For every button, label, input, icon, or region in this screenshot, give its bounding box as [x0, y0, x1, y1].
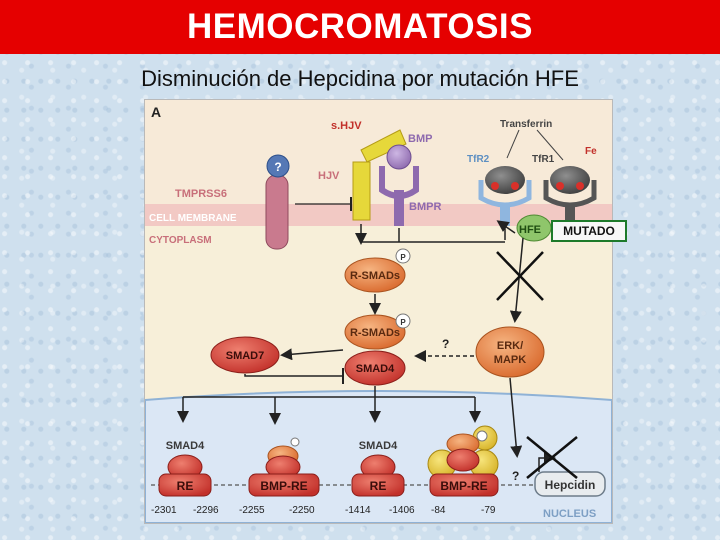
hjv-label: HJV — [318, 170, 340, 182]
cytoplasm-label: CYTOPLASM — [149, 235, 212, 246]
transferrin-pointer-2 — [536, 129, 564, 161]
tmprss6-protein — [265, 174, 289, 250]
page-subtitle: Disminución de Hepcidina por mutación HF… — [141, 66, 579, 91]
position-label: -79 — [481, 505, 496, 516]
position-label: -1414 — [345, 505, 371, 516]
cross-mark-icon — [526, 436, 578, 479]
hfe-to-erk-arrow — [509, 237, 524, 323]
cell-membrane-label: CELL MEMBRANE — [149, 213, 237, 224]
question-icon — [266, 154, 290, 178]
transferrin-label: Transferrin — [500, 119, 552, 130]
panel-label: A — [151, 104, 161, 120]
erk-question: ? — [442, 337, 449, 351]
nucleus-label: NUCLEUS — [543, 508, 596, 520]
re-element-2 — [351, 473, 405, 497]
hjv-protein — [352, 161, 371, 221]
position-label: -2296 — [193, 505, 219, 516]
tfr2-transferrin — [485, 166, 525, 194]
bmpr-receptor — [394, 190, 404, 226]
smad4-label-2: SMAD4 — [359, 440, 398, 452]
tfr1-transferrin — [550, 166, 590, 194]
rsmads-complex — [344, 314, 406, 350]
bmp-re-element-1 — [248, 473, 320, 497]
phospho-label-1: P — [400, 253, 406, 262]
smad4-label-1: SMAD4 — [166, 440, 205, 452]
rsmads-complex-label: R-SMADs — [350, 327, 400, 339]
smad7-protein — [210, 336, 280, 374]
mapk-label: MAPK — [494, 354, 526, 366]
tmprss6-label: TMPRSS6 — [175, 188, 227, 200]
transferrin-pointer-1 — [506, 129, 520, 159]
hfe-to-tfr2-arrow — [496, 220, 516, 234]
complex-to-smad7-arrow — [280, 348, 344, 361]
hepcidin-pathway-figure: A CELL MEMBRANE CYTOPLASM ? TMPRSS6 s.HJ… — [145, 100, 612, 523]
tfr2-iron-2 — [511, 182, 519, 190]
hepcidin-label: Hepcidin — [545, 478, 596, 492]
bmpre-smad4-2 — [446, 448, 480, 472]
tfr1-iron-1 — [556, 182, 564, 190]
erk-to-hepcidin-arrow — [509, 377, 523, 458]
page-title: HEMOCROMATOSIS — [0, 0, 720, 54]
smad4-complex-label: SMAD4 — [356, 363, 395, 375]
tmprss6-question: ? — [274, 160, 281, 174]
smad4-complex — [344, 350, 406, 386]
phospho-icon — [476, 430, 488, 442]
smad7-inhibition-line — [244, 374, 343, 377]
re-label-2: RE — [370, 479, 387, 493]
erk-mapk-protein — [475, 326, 545, 378]
re-element-1 — [158, 473, 212, 497]
bmp-re-label-1: BMP-RE — [260, 479, 307, 493]
phospho-icon — [290, 437, 300, 447]
mutation-tag: MUTADO — [551, 220, 627, 242]
bmp-label: BMP — [408, 133, 432, 145]
tfr1-label: TfR1 — [532, 154, 555, 165]
tfr2-stalk — [500, 204, 510, 226]
bmpr-label: BMPR — [409, 201, 441, 213]
tfr2-label: TfR2 — [467, 154, 490, 165]
bmp-re-label-2: BMP-RE — [440, 479, 487, 493]
position-label: -1406 — [389, 505, 415, 516]
fe-label: Fe — [585, 146, 597, 157]
phospho-icon — [395, 248, 411, 264]
position-label: -2250 — [289, 505, 315, 516]
re-label-1: RE — [177, 479, 194, 493]
smad7-label: SMAD7 — [226, 350, 265, 362]
shjv-label: s.HJV — [331, 120, 362, 132]
bmp-re-element-2 — [429, 473, 499, 497]
hfe-label: HFE — [519, 224, 541, 236]
position-label: -2301 — [151, 505, 177, 516]
position-label: -84 — [431, 505, 446, 516]
erk-label: ERK/ — [497, 340, 523, 352]
cell-membrane-band — [145, 204, 612, 226]
position-label: -2255 — [239, 505, 265, 516]
shjv-protein — [360, 129, 407, 163]
rsmads-top-label: R-SMADs — [350, 270, 400, 282]
hepcidin-question: ? — [512, 469, 519, 483]
rsmads-top — [344, 257, 406, 293]
tfr2-iron-1 — [491, 182, 499, 190]
phospho-icon — [395, 313, 411, 329]
bmp-ligand — [386, 144, 412, 170]
phospho-label-2: P — [400, 318, 406, 327]
tfr1-stalk — [565, 204, 575, 226]
tfr1-iron-2 — [576, 182, 584, 190]
cross-mark-icon — [496, 251, 544, 301]
